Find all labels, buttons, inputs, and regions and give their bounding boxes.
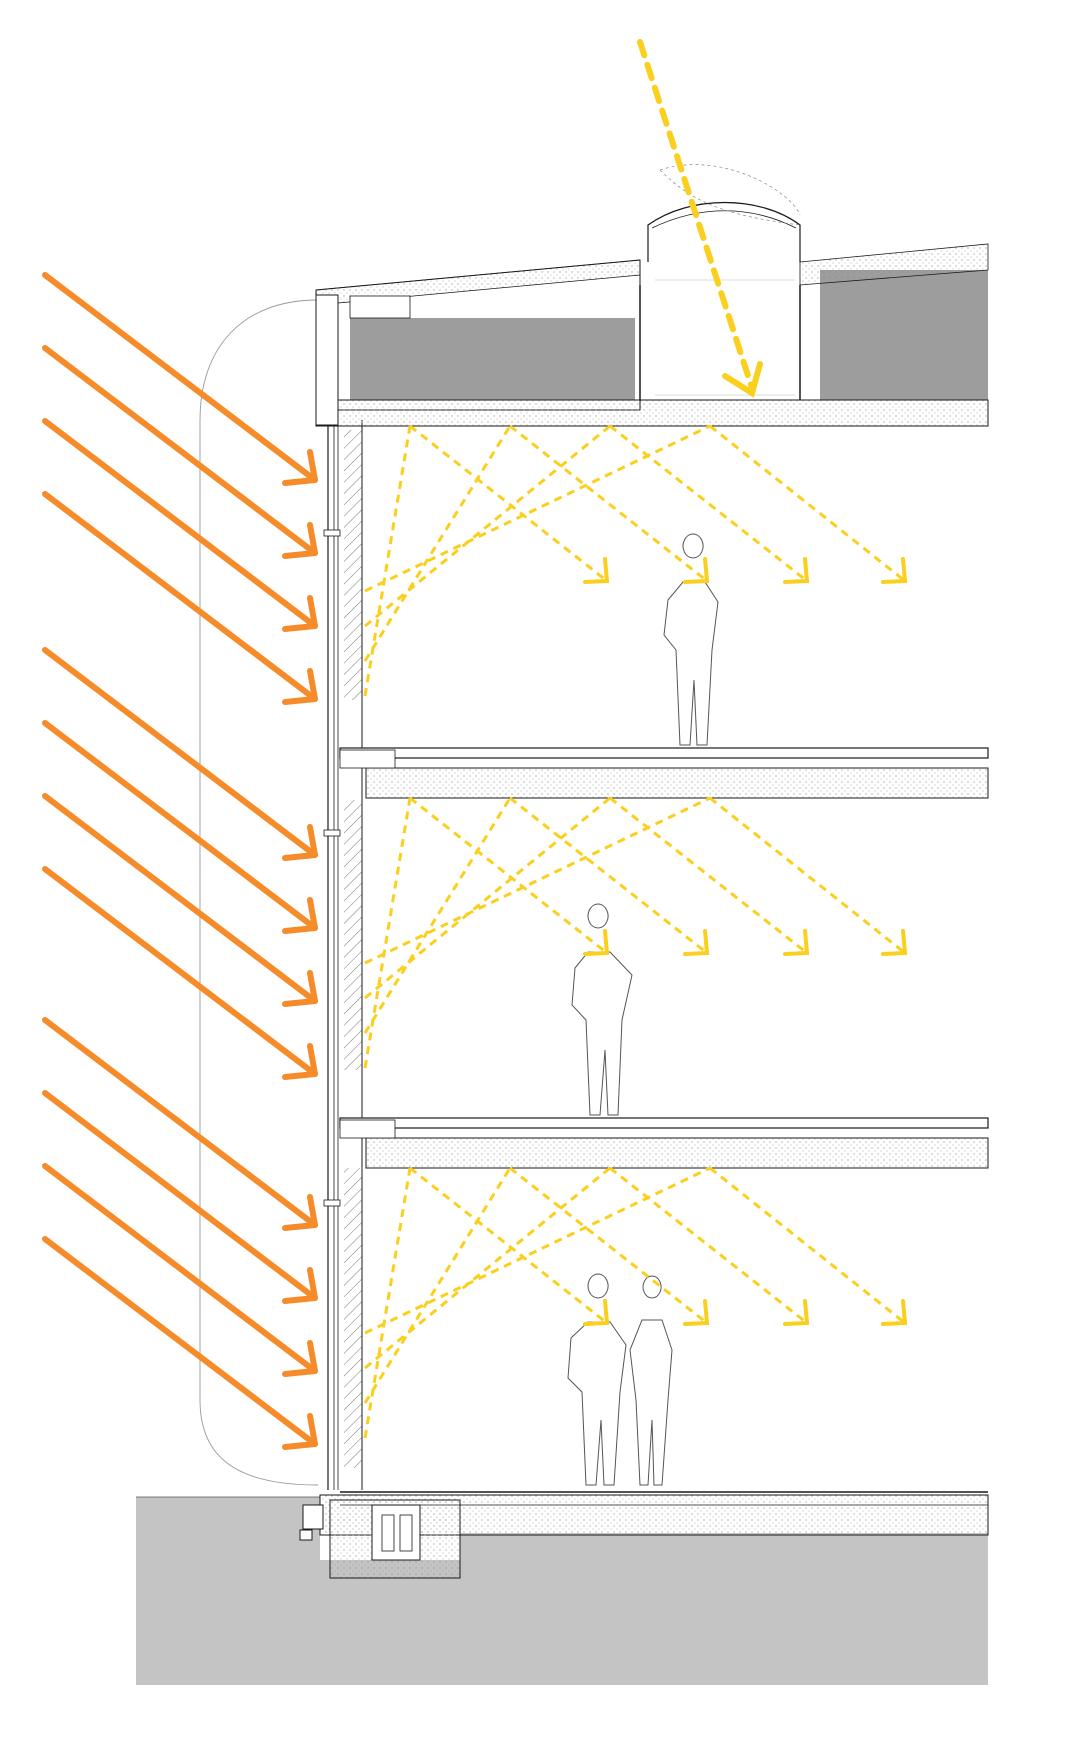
sun-arrow-11	[42, 1163, 318, 1377]
floor-light-2	[363, 796, 908, 1069]
interior-blinds	[344, 420, 363, 1490]
daylight-reflections	[363, 424, 908, 1439]
sun-arrow-1	[42, 272, 318, 486]
floor-light-3	[363, 1166, 908, 1439]
sun-arrow-7	[42, 793, 318, 1007]
person-floor-1-a	[567, 1273, 627, 1486]
exterior-sun-arrows	[42, 272, 318, 1450]
diffuse-arrow-5	[409, 796, 610, 956]
sun-arrow-5	[42, 647, 318, 861]
sun-arrow-4	[42, 491, 318, 705]
diffuse-arrow-12	[709, 1166, 908, 1326]
person-floor-2	[571, 903, 633, 1116]
person-floor-3	[663, 533, 719, 746]
sun-arrow-3	[42, 418, 318, 632]
floor-light-1	[363, 424, 908, 697]
diffuse-arrow-7	[609, 796, 810, 956]
sun-arrow-9	[42, 1017, 318, 1231]
foundation	[299, 1491, 989, 1579]
sun-arrow-12	[42, 1236, 318, 1450]
sun-arrow-2	[42, 345, 318, 559]
person-floor-1-b	[629, 1275, 673, 1486]
diffuse-arrow-6	[509, 796, 710, 956]
floor-slabs	[339, 747, 989, 1169]
facade-envelope-curve	[199, 299, 319, 1486]
people	[567, 533, 719, 1486]
facade-glazing	[323, 420, 341, 1490]
diffuse-arrow-2	[509, 424, 710, 584]
skylight-sun-arrow	[637, 39, 763, 398]
diffuse-arrow-1	[409, 424, 610, 584]
diffuse-arrow-8	[709, 796, 908, 956]
diffuse-arrow-9	[409, 1166, 610, 1326]
diffuse-arrow-4	[709, 424, 908, 584]
sun-arrow-10	[42, 1090, 318, 1304]
diffuse-arrow-11	[609, 1166, 810, 1326]
diffuse-arrow-3	[609, 424, 810, 584]
slab-level-2	[339, 1117, 989, 1169]
skylight	[647, 164, 801, 396]
roof	[315, 243, 989, 427]
diffuse-arrow-10	[509, 1166, 710, 1326]
slab-level-3	[339, 747, 989, 799]
sun-arrow-8	[42, 866, 318, 1080]
sun-arrow-6	[42, 720, 318, 934]
